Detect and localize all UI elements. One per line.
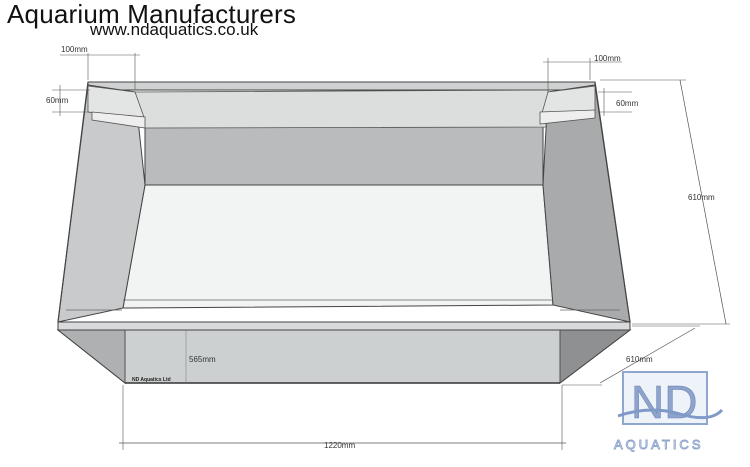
dim-label-height: 610mm — [688, 193, 715, 202]
logo-letters: ND — [631, 376, 697, 428]
dim-inner-depth: 565mm — [185, 330, 216, 383]
aquarium-tank: ND Aquatics Ltd — [56, 81, 632, 385]
logo-word: AQUATICS — [614, 437, 704, 452]
dim-right-brace-depth: 60mm — [598, 88, 639, 116]
right-brace-front — [539, 109, 596, 125]
nd-aquatics-logo: ND AQUATICS — [614, 371, 724, 452]
dim-depth: 610mm — [562, 325, 700, 386]
dim-label-rear-left-brace: 100mm — [61, 45, 88, 54]
right-end-face — [559, 329, 632, 385]
dim-label-depth: 610mm — [626, 355, 653, 364]
dim-label-left-brace-depth: 60mm — [46, 96, 69, 105]
tank-floor — [122, 184, 554, 309]
back-top-edge — [87, 81, 596, 91]
dim-label-length: 1220mm — [324, 441, 355, 450]
back-wall — [144, 124, 544, 186]
rear-brace — [134, 89, 549, 129]
page-title: Aquarium Manufacturers — [7, 0, 297, 29]
dim-label-rear-right-brace: 100mm — [594, 54, 621, 63]
dim-rear-left-brace: 100mm — [60, 45, 140, 90]
maker-mark: ND Aquatics Ltd — [132, 377, 171, 383]
dim-rear-right-brace: 100mm — [543, 54, 622, 90]
dim-length: 1220mm — [119, 385, 566, 450]
front-rim — [57, 321, 631, 331]
dim-label-inner-depth: 565mm — [189, 355, 216, 364]
dim-left-brace-depth: 60mm — [46, 85, 90, 116]
dim-label-right-brace-depth: 60mm — [616, 99, 639, 108]
left-brace-front — [91, 111, 146, 129]
dimension-annotations: 100mm 60mm 100mm 60mm 610mm — [46, 45, 730, 450]
front-panel — [56, 329, 632, 384]
website-url: www.ndaquatics.co.uk — [90, 20, 259, 39]
dim-height: 610mm — [600, 79, 730, 325]
left-end-face — [56, 329, 126, 385]
